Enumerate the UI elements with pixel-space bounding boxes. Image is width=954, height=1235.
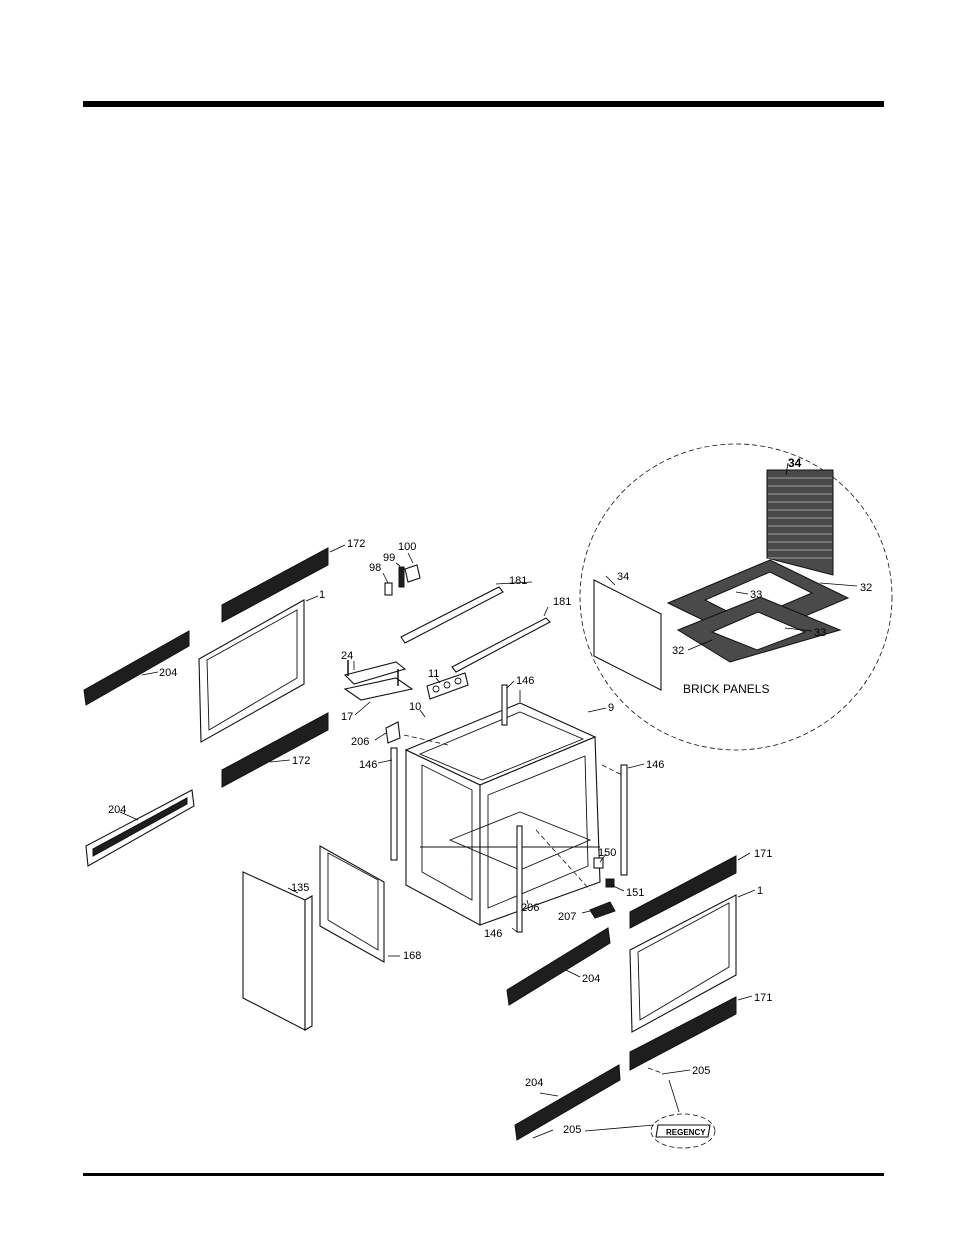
callout-181-lower: 181 (553, 596, 571, 608)
callout-34-back: 34 (788, 456, 802, 470)
callout-33-upper: 33 (750, 589, 762, 601)
callout-204-lower-left: 204 (108, 804, 126, 816)
callout-9: 9 (608, 702, 614, 714)
callout-100: 100 (398, 541, 416, 553)
rail-181-upper (401, 587, 503, 643)
callout-171-bottom: 171 (754, 992, 772, 1004)
callout-146-top: 146 (516, 675, 534, 687)
callout-151: 151 (626, 887, 644, 899)
callout-32-right: 32 (860, 582, 872, 594)
callout-168: 168 (403, 950, 421, 962)
callout-32-left: 32 (672, 645, 684, 657)
brick-panels-label: BRICK PANELS (683, 682, 769, 696)
callout-171-top: 171 (754, 848, 772, 860)
callout-24: 24 (341, 650, 353, 662)
strip-146-top (502, 685, 507, 725)
regency-logo-text: REGENCY (666, 1128, 706, 1137)
callout-146-right: 146 (646, 759, 664, 771)
door-frame-1-left (199, 600, 304, 742)
callout-146-bottom: 146 (484, 928, 502, 940)
callout-181-upper: 181 (509, 575, 527, 587)
part-98 (385, 583, 392, 595)
grille-172-bottom (222, 713, 328, 787)
panel-135 (243, 872, 305, 1030)
callout-17: 17 (341, 711, 353, 723)
callout-33-lower: 33 (814, 627, 826, 639)
switch-206-left (386, 722, 400, 743)
side-panel (594, 580, 661, 690)
callout-172-bottom: 172 (292, 755, 310, 767)
rail-181-lower (452, 618, 550, 672)
callout-34-side: 34 (617, 571, 629, 583)
callout-1-left: 1 (319, 589, 325, 601)
grille-172-top (222, 548, 328, 622)
panel-168 (320, 846, 384, 962)
callout-1-right: 1 (757, 885, 763, 897)
callout-99: 99 (383, 552, 395, 564)
callout-207: 207 (558, 911, 576, 923)
callout-135: 135 (291, 882, 309, 894)
callout-206-left: 206 (351, 736, 369, 748)
brick-panels-inset (580, 444, 892, 750)
callout-204-bottom: 204 (525, 1077, 543, 1089)
strip-146-left (391, 748, 397, 860)
callout-150: 150 (598, 847, 616, 859)
callout-10: 10 (409, 701, 421, 713)
callout-98: 98 (369, 562, 381, 574)
grille-204-center (507, 928, 610, 1005)
callout-205-upper: 205 (692, 1065, 710, 1077)
callout-204-upper-left: 204 (159, 667, 177, 679)
callout-205-lower: 205 (563, 1124, 581, 1136)
callout-11: 11 (428, 668, 439, 680)
callout-146-left: 146 (359, 759, 377, 771)
part-100 (405, 565, 420, 582)
part-207 (590, 902, 615, 918)
strip-146-bottom (517, 826, 522, 932)
callout-206-right: 206 (521, 902, 539, 914)
callout-204-center: 204 (582, 973, 600, 985)
callout-172-top: 172 (347, 538, 365, 550)
part-99 (399, 567, 404, 587)
strip-146-right (621, 765, 627, 875)
